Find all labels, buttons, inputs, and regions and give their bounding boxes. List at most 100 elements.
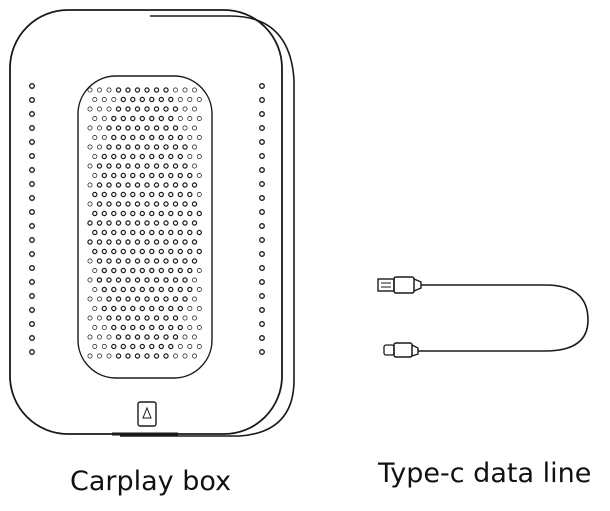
vent-dot	[177, 134, 183, 141]
vent-dot	[192, 315, 197, 321]
vent-dot	[187, 172, 193, 179]
vent-dot	[173, 353, 178, 359]
vent-dot	[139, 153, 145, 160]
vent-dot	[153, 277, 160, 283]
vent-dot	[97, 353, 102, 359]
vent-dot	[153, 163, 160, 169]
vent-dot	[187, 154, 193, 159]
vent-dot	[182, 201, 188, 207]
vent-dot	[177, 210, 183, 217]
vent-dot	[182, 182, 188, 188]
box-vent-panel	[77, 75, 213, 379]
vent-dot	[92, 268, 98, 273]
vent-dot	[29, 167, 35, 173]
vent-dot	[125, 201, 131, 207]
vent-dot	[130, 191, 136, 198]
vent-dot	[144, 315, 150, 321]
vent-dot	[163, 125, 169, 131]
vent-dot	[182, 87, 188, 93]
vent-dot	[101, 135, 107, 140]
vent-dot	[139, 229, 145, 236]
vent-dot	[111, 153, 117, 160]
vent-dot	[111, 115, 117, 122]
vent-dot	[153, 201, 160, 207]
vent-dot	[139, 324, 145, 331]
vent-dot	[87, 201, 93, 207]
vent-dot	[92, 287, 98, 292]
vent-dot	[96, 258, 103, 264]
vent-dot	[191, 220, 198, 226]
vent-dot	[172, 239, 179, 245]
vent-dot	[259, 307, 265, 313]
vent-dot	[139, 210, 145, 217]
vent-dot	[182, 334, 188, 340]
vent-dot	[101, 191, 108, 198]
vent-dot	[259, 349, 265, 355]
vent-dot	[158, 115, 164, 122]
vent-dot	[192, 353, 197, 359]
vent-dot	[29, 265, 35, 271]
vent-dot	[106, 296, 112, 302]
vent-dot	[111, 172, 117, 179]
vent-dot	[101, 325, 107, 330]
vent-dot	[187, 325, 193, 330]
vent-dot	[259, 223, 265, 229]
vent-dot	[259, 111, 265, 117]
vent-dot	[92, 135, 98, 140]
vent-dot	[187, 344, 193, 349]
vent-dot	[29, 111, 35, 117]
vent-dot	[134, 182, 141, 188]
vent-dot	[172, 258, 179, 264]
vent-dot	[144, 239, 150, 245]
vent-dot	[125, 125, 131, 131]
vent-dot	[172, 106, 179, 112]
vent-dot	[29, 349, 35, 355]
vent-dot	[259, 251, 265, 257]
vent-dot	[153, 220, 160, 226]
vent-dot	[149, 267, 155, 274]
vent-dot	[177, 324, 183, 331]
vent-dot	[149, 305, 155, 312]
vent-dot	[182, 106, 188, 112]
vent-dot	[182, 277, 188, 283]
vent-dot	[120, 172, 127, 179]
vent-dot	[97, 106, 102, 112]
vent-dot	[92, 344, 98, 349]
vent-dot	[120, 115, 127, 122]
vent-dot	[115, 334, 122, 340]
vent-dot	[106, 182, 112, 188]
vent-dot	[144, 353, 150, 359]
carplay-box-label: Carplay box	[70, 466, 232, 497]
vent-dot	[115, 353, 122, 359]
vent-dot	[168, 324, 174, 331]
vent-dot	[259, 181, 265, 187]
left-vent-dots	[29, 83, 35, 355]
vent-dot	[196, 210, 202, 217]
vent-dot	[259, 139, 265, 145]
vent-dot	[87, 258, 93, 264]
vent-dot	[187, 191, 193, 198]
vent-dot	[92, 210, 98, 217]
vent-dot	[196, 173, 202, 178]
vent-dot	[149, 229, 155, 236]
vent-dot	[120, 96, 127, 103]
vent-dot	[115, 106, 122, 112]
vent-dot	[92, 325, 98, 330]
vent-dot	[125, 353, 131, 359]
vent-dot	[259, 125, 265, 131]
vent-dot	[139, 172, 145, 179]
vent-dot	[130, 134, 136, 141]
vent-dot	[120, 343, 127, 350]
vent-dot	[196, 229, 202, 236]
vent-dot	[153, 239, 160, 245]
vent-dot	[192, 144, 197, 150]
vent-dot	[115, 87, 122, 93]
vent-dot	[192, 296, 197, 302]
vent-dot	[163, 106, 169, 112]
vent-dot	[144, 334, 150, 340]
vent-dot	[153, 334, 160, 340]
vent-dot	[106, 144, 112, 150]
vent-dot	[115, 277, 122, 283]
vent-dot	[168, 229, 174, 236]
vent-dot	[177, 116, 183, 121]
